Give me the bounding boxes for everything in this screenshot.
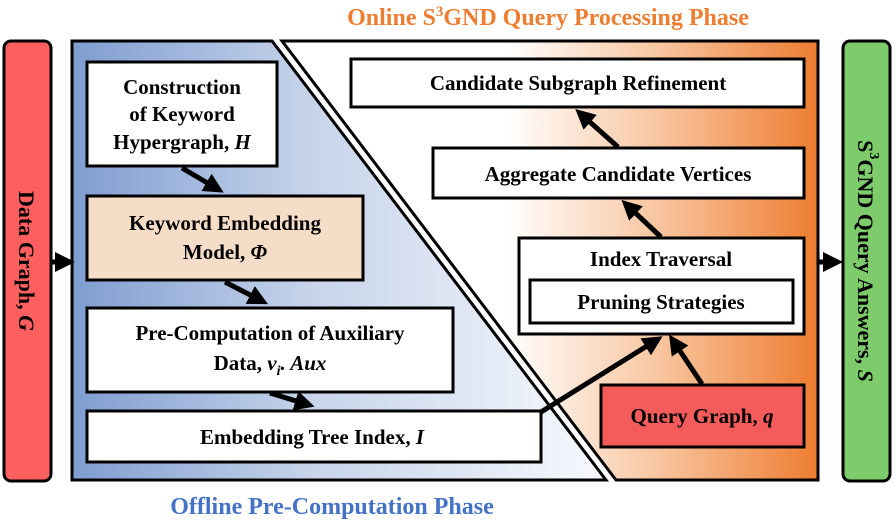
keyword-embedding-model-box [85,194,365,282]
aggregate-candidate-vertices-box [431,146,806,200]
offline-phase-title: Offline Pre-Computation Phase [170,494,494,520]
online-phase-title: Online S3GND Query Processing Phase [347,4,749,31]
data-graph-label: Data Graph, G [15,191,40,331]
pruning-strategies-label: Pruning Strategies [577,290,744,314]
keyword-hypergraph-label-line3: Hypergraph, H [113,130,251,154]
arrow-tree-index-to-pruning [539,336,663,415]
arrow-embedding-model-to-precomputation [223,279,269,305]
arrow-aggregate-to-refinement [575,109,620,149]
query-graph-label: Query Graph, q [631,404,774,428]
query-answers-box [841,39,892,483]
query-graph-box [599,383,806,449]
arrow-index-traversal-to-aggregate [621,199,663,239]
keyword-hypergraph-label-line2: of Keyword [129,102,235,126]
keyword-hypergraph-label: Construction [123,75,241,99]
precomputation-label: Pre-Computation of Auxiliary [135,321,405,345]
precomputation-box [85,306,455,394]
arrow-query-graph-to-pruning [669,334,705,386]
query-answers-label: S3GND Query Answers, S [854,140,882,382]
candidate-subgraph-refinement-box [349,57,806,109]
precomputation-label-line2: Data, vi. Aux [214,351,327,379]
embedding-tree-index-box [85,409,543,464]
arrow-precomputation-to-tree-index [269,390,315,411]
keyword-embedding-model-label: Keyword Embedding [129,211,321,235]
aggregate-candidate-vertices-label: Aggregate Candidate Vertices [485,162,752,186]
keyword-hypergraph-box [85,60,279,168]
index-traversal-label: Index Traversal [590,247,732,271]
pruning-strategies-box [528,278,795,325]
keyword-embedding-model-label-line2: Model, Φ [183,240,268,264]
embedding-tree-index-label: Embedding Tree Index, I [200,425,425,449]
arrow-hypergraph-to-embedding-model [180,165,224,193]
candidate-subgraph-refinement-label: Candidate Subgraph Refinement [430,71,726,95]
data-graph-box [2,39,53,483]
